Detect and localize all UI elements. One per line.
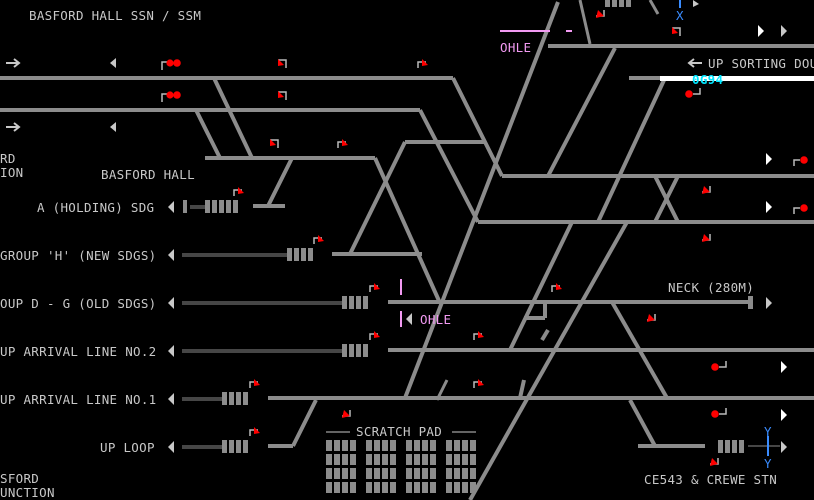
up-sorting-label: UP SORTING DOU [708, 56, 814, 71]
shunt-signals[interactable] [161, 10, 808, 466]
block-arrival-1 [222, 392, 248, 405]
shunt-signal-icon [596, 10, 605, 18]
neck-label: NECK (280M) [668, 280, 755, 295]
shunt-signal-icon [473, 331, 484, 340]
arrow-right-icon [766, 201, 772, 213]
ohle-label: OHLE [500, 40, 532, 55]
shunt-signal-icon [702, 186, 711, 194]
arrow-right-icon [766, 297, 772, 309]
line-label-up-loop: UP LOOP [100, 440, 155, 455]
arrow-left-icon [687, 58, 702, 68]
arrow-left-icon [168, 345, 174, 357]
block-arrival-2 [342, 344, 368, 357]
shunt-signal-icon [417, 59, 428, 68]
arrow-left-icon [168, 201, 174, 213]
shunt-signal-icon [161, 90, 175, 103]
train-headcode[interactable]: 0G94 [692, 72, 724, 87]
line-label-up-arrival-1: UP ARRIVAL LINE NO.1 [0, 392, 157, 407]
line-label-group-h: GROUP 'H' (NEW SDGS) [0, 248, 157, 263]
block-group-h [287, 248, 313, 261]
route-marker-y: Y [764, 456, 772, 471]
arrow-right-icon [766, 153, 772, 165]
arrow-left-icon [168, 297, 174, 309]
shunt-signal-icon [161, 58, 175, 71]
main-signal-icon [711, 361, 727, 371]
line-label-a-holding: A (HOLDING) SDG [37, 200, 155, 215]
shunt-signal-icon [647, 314, 656, 322]
shunt-signal-icon [337, 139, 348, 148]
main-signal-icon [685, 88, 701, 98]
ohle-label: OHLE [420, 312, 452, 327]
scratch-pad-label: SCRATCH PAD [356, 424, 443, 439]
arrow-left-icon [110, 58, 116, 68]
ohle-markers [400, 0, 814, 456]
arrow-right-icon [693, 0, 699, 7]
shunt-signal-icon [270, 139, 279, 148]
train-route-line [660, 76, 814, 81]
neck-buffer [748, 296, 753, 309]
shunt-signal-icon [473, 379, 484, 388]
main-signal-icon [173, 91, 181, 99]
arrow-right-icon [781, 441, 787, 453]
shunt-signal-icon [249, 427, 260, 436]
direction-arrows [6, 0, 787, 453]
shunt-signal-icon [278, 59, 287, 68]
arrow-left-icon [168, 441, 174, 453]
main-signal-icon [711, 408, 727, 418]
main-signal-icon [793, 156, 808, 166]
main-signal-icon [173, 59, 181, 67]
shunt-signal-icon [369, 283, 380, 292]
scratch-pad-keys[interactable] [326, 431, 476, 493]
block-a-holding [205, 200, 238, 213]
arrow-right-icon [781, 361, 787, 373]
block-up-loop [222, 440, 248, 453]
route-marker-y: Y [764, 424, 772, 439]
shunt-signal-icon [702, 234, 711, 242]
track-circuit-blocks [183, 0, 753, 453]
route-marker-x: X [676, 8, 684, 23]
siding-lines [182, 205, 780, 449]
shunt-signal-icon [551, 283, 562, 292]
arrow-right-icon [6, 122, 21, 132]
arrow-right-icon [758, 25, 764, 37]
arrow-left-icon [406, 313, 412, 325]
shunt-signal-icon [369, 331, 380, 340]
shunt-signal-icon [672, 27, 681, 36]
basford-hall-label: BASFORD HALL [101, 167, 195, 182]
buffer-stop [183, 200, 187, 213]
arrow-left-icon [168, 249, 174, 261]
panel-title: BASFORD HALL SSN / SSM [29, 8, 202, 23]
shunt-signal-icon [710, 458, 719, 466]
crewe-station-label: CE543 & CREWE STN [644, 472, 778, 487]
arrow-right-icon [781, 409, 787, 421]
arrow-right-icon [781, 25, 787, 37]
shunt-signal-icon [249, 379, 260, 388]
arrow-left-icon [110, 122, 116, 132]
basford-junction-label: RD ION [0, 151, 24, 180]
line-label-old-sdgs: OUP D - G (OLD SDGS) [0, 296, 157, 311]
line-label-up-arrival-2: UP ARRIVAL LINE NO.2 [0, 344, 157, 359]
arrow-left-icon [168, 393, 174, 405]
block-top [605, 0, 631, 7]
basford-junction-label: SFORD UNCTION [0, 471, 55, 500]
shunt-signal-icon [278, 91, 287, 100]
shunt-signal-icon [233, 187, 244, 196]
shunt-signal-icon [313, 235, 324, 244]
arrow-right-icon [6, 58, 21, 68]
shunt-signal-icon [342, 410, 351, 418]
block-crewe [718, 440, 744, 453]
main-signal-icon [793, 204, 808, 214]
block-old-sdgs [342, 296, 368, 309]
